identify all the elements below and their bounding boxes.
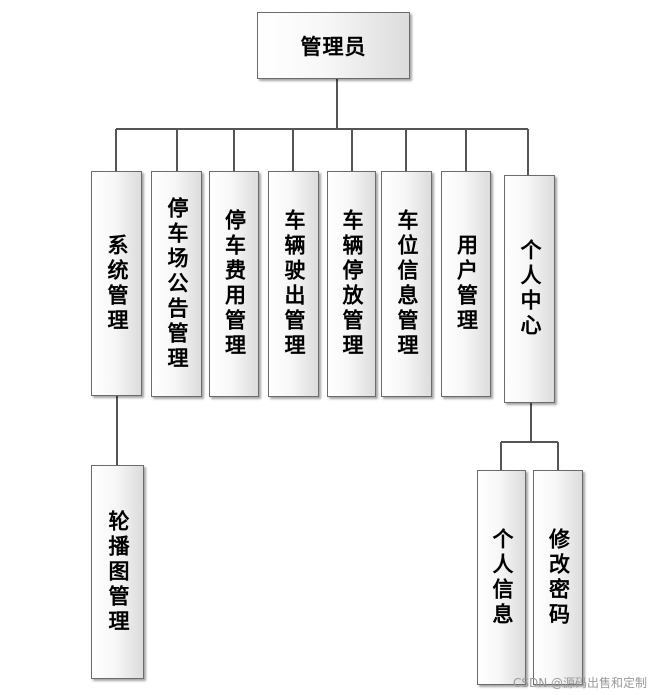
- node-label: 轮播图管理: [106, 509, 130, 635]
- node-fee: 停车费用管理: [209, 171, 259, 397]
- root-label: 管理员: [300, 34, 367, 59]
- node-label: 修改密码: [546, 527, 571, 628]
- node-label: 停车场公告管理: [165, 196, 189, 372]
- node-spot: 车位信息管理: [381, 171, 432, 397]
- node-change-password: 修改密码: [533, 470, 583, 685]
- node-notice: 停车场公告管理: [151, 171, 202, 397]
- node-system: 系统管理: [91, 171, 142, 396]
- node-label: 个人中心: [518, 239, 542, 339]
- watermark: CSDN @源码出售和定制: [512, 676, 647, 690]
- node-label: 车辆驶出管理: [282, 209, 306, 359]
- node-carousel: 轮播图管理: [91, 465, 144, 679]
- node-label: 系统管理: [105, 233, 129, 334]
- node-personal: 个人中心: [504, 175, 555, 403]
- root-node: 管理员: [257, 12, 410, 79]
- node-park: 车辆停放管理: [327, 171, 376, 397]
- node-personal-info: 个人信息: [477, 470, 526, 685]
- node-label: 停车费用管理: [222, 209, 247, 359]
- node-label: 个人信息: [490, 527, 514, 628]
- node-label: 车辆停放管理: [340, 209, 364, 359]
- node-label: 用户管理: [454, 234, 479, 334]
- node-user: 用户管理: [441, 171, 491, 397]
- node-exit: 车辆驶出管理: [268, 171, 319, 397]
- node-label: 车位信息管理: [395, 209, 419, 359]
